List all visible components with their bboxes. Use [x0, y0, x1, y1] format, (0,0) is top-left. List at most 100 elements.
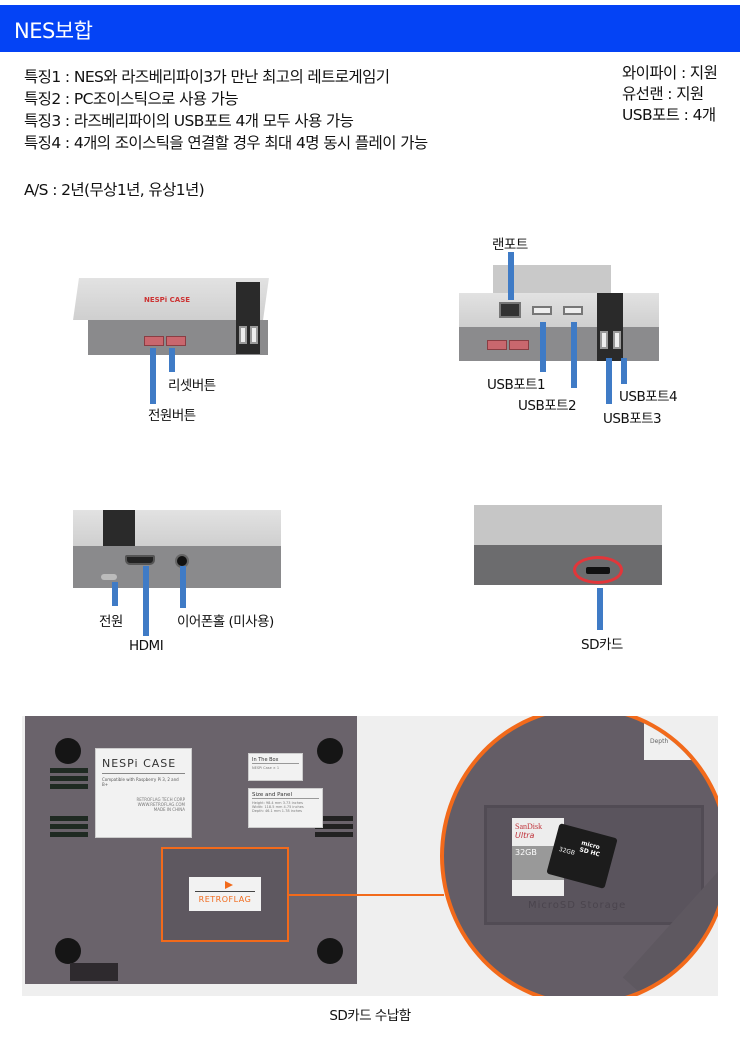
photo-case-underside: NESPi CASE Compatible with Raspberry Pi …: [22, 716, 718, 996]
feature-item: 특징4 : 4개의 조이스틱을 연결할 경우 최대 4명 동시 플레이 가능: [24, 134, 428, 152]
foot-hole: [317, 738, 343, 764]
flag-icon: [225, 881, 233, 889]
callout-line: [169, 348, 175, 372]
case-black-stripe: [597, 293, 623, 361]
size-label-line: Depth: 46.1 mm 1.78 inches: [252, 809, 303, 813]
label-usb-port-3: USB포트3: [603, 411, 662, 427]
box-label: In The Box NESPi Case × 1: [248, 753, 303, 781]
usb-port-3: [600, 331, 608, 349]
feature-item: 특징3 : 라즈베리파이의 USB포트 4개 모두 사용 가능: [24, 112, 354, 130]
label-hdmi-port: HDMI: [129, 638, 164, 654]
reset-button: [166, 336, 186, 346]
retroflag-badge: RETROFLAG: [189, 877, 261, 911]
usb-port-4: [613, 331, 621, 349]
micro-card-capacity: 32GB: [558, 845, 576, 857]
power-port: [101, 574, 117, 580]
hdmi-port: [125, 555, 155, 565]
photo-front: NESPi CASE: [60, 270, 290, 360]
size-label: Size and Panel Height: 98.4 mm 3.73 inch…: [248, 788, 323, 828]
vent: [50, 768, 88, 773]
photo-back: [455, 265, 660, 370]
label-usb-port-1: USB포트1: [487, 377, 546, 393]
label-lan-port: 랜포트: [492, 237, 528, 253]
case-top: [474, 505, 662, 545]
power-button: [487, 340, 507, 350]
sd-highlight-circle: [573, 556, 623, 584]
label-power-port: 전원: [99, 614, 123, 630]
product-label-subtitle: Compatible with Raspberry Pi 3, 2 and B+: [102, 777, 179, 787]
label-fragment-text: Depth: [650, 738, 669, 745]
connector-line: [289, 894, 444, 896]
product-label-line: MADE IN CHINA: [153, 807, 185, 812]
vent: [50, 816, 88, 821]
case-black-stripe: [103, 510, 135, 546]
spec-wifi: 와이파이 : 지원: [622, 64, 718, 82]
callout-line: [571, 322, 577, 388]
usb-port: [250, 326, 258, 344]
box-label-line: NESPi Case × 1: [252, 766, 280, 770]
size-label-line: Width: 118.5 mm 4.75 inches: [252, 805, 304, 809]
sd-cover-highlight: RETROFLAG: [161, 847, 289, 942]
size-label-line: Height: 98.4 mm 3.73 inches: [252, 801, 303, 805]
feature-item: 특징2 : PC조이스틱으로 사용 가능: [24, 90, 239, 108]
case-logo: NESPi CASE: [144, 296, 191, 304]
label-fragment: Depth: [644, 720, 704, 760]
page-header: NES보합: [0, 5, 740, 52]
label-reset-button: 리셋버튼: [168, 378, 216, 394]
sd-card-brand: SanDisk: [515, 822, 543, 831]
case-underside: NESPi CASE Compatible with Raspberry Pi …: [25, 716, 357, 984]
label-power-button: 전원버튼: [148, 408, 196, 424]
brand-text: RETROFLAG: [198, 895, 252, 904]
caption-sd-storage: SD카드 수납함: [329, 1008, 411, 1024]
callout-line: [180, 566, 186, 608]
product-label-title: NESPi CASE: [102, 757, 185, 774]
power-button: [144, 336, 164, 346]
size-label-title: Size and Panel: [252, 792, 319, 799]
label-usb-port-4: USB포트4: [619, 389, 678, 405]
feature-item: 특징1 : NES와 라즈베리파이3가 만난 최고의 레트로게임기: [24, 68, 390, 86]
callout-line: [621, 358, 627, 384]
spec-usb: USB포트 : 4개: [622, 106, 716, 124]
vent: [50, 784, 88, 789]
callout-line: [597, 588, 603, 630]
callout-line: [143, 566, 149, 636]
case-bottom: [474, 545, 662, 585]
callout-line: [606, 358, 612, 404]
usb-port-2: [563, 306, 583, 315]
callout-line: [540, 322, 546, 372]
warranty-text: A/S : 2년(무상1년, 유상1년): [24, 181, 205, 199]
product-label: NESPi CASE Compatible with Raspberry Pi …: [95, 748, 192, 838]
vent: [315, 816, 353, 821]
foot-hole: [55, 738, 81, 764]
photo-side: [73, 510, 283, 590]
callout-line: [150, 348, 156, 404]
case-bottom: [73, 546, 281, 588]
usb-port-1: [532, 306, 552, 315]
spec-list: 와이파이 : 지원 유선랜 : 지원 USB포트 : 4개: [622, 63, 718, 126]
product-label-line: WWW.RETROFLAG.COM: [137, 802, 185, 807]
case-top: [459, 293, 659, 327]
spec-lan: 유선랜 : 지원: [622, 85, 704, 103]
photo-sd-side: [470, 505, 665, 585]
callout-line: [112, 582, 118, 606]
foot-hole: [317, 938, 343, 964]
vent: [315, 832, 353, 837]
product-label-line: RETROFLAG TECH CORP: [136, 797, 185, 802]
vent: [50, 824, 88, 829]
label-earphone-jack: 이어폰홀 (미사용): [177, 614, 274, 630]
vent: [315, 824, 353, 829]
vent: [50, 832, 88, 837]
slot-text: MicroSD Storage: [528, 900, 627, 911]
reset-button: [509, 340, 529, 350]
page-title: NES보합: [14, 19, 93, 43]
box-label-title: In The Box: [252, 757, 299, 764]
feature-list: 특징1 : NES와 라즈베리파이3가 만난 최고의 레트로게임기 특징2 : …: [24, 66, 428, 154]
callout-line: [508, 252, 514, 300]
vent: [50, 776, 88, 781]
label-sd-card: SD카드: [581, 637, 623, 653]
micro-card-text: micro SD HC: [578, 839, 601, 859]
hinge-plate: [70, 963, 118, 981]
sd-storage-zoom: Depth SanDisk Ultra 32GB 32GB micro SD H…: [440, 716, 718, 996]
lan-port: [499, 302, 521, 318]
brand-line: [195, 891, 255, 892]
